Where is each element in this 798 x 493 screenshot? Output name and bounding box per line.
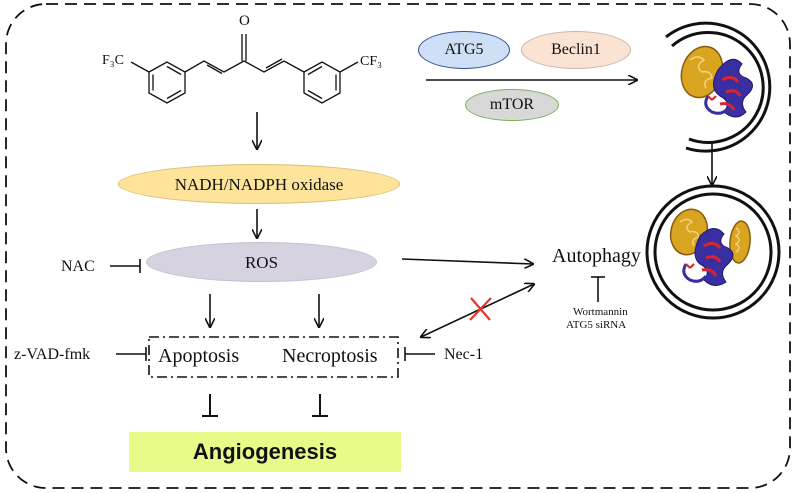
autophagosome bbox=[645, 184, 781, 320]
left-cf3-bond bbox=[130, 61, 150, 73]
inhibit-apoptosis-angiogenesis bbox=[202, 394, 218, 417]
apoptosis-label: Apoptosis bbox=[158, 345, 240, 367]
damaged-membrane-cluster-engulfed bbox=[682, 228, 734, 286]
carbonyl-oxygen-label: O bbox=[239, 13, 250, 29]
blocked-link-cross-icon bbox=[469, 297, 492, 321]
right-benzene-ring bbox=[303, 61, 341, 104]
outer-dashed-frame bbox=[5, 3, 791, 489]
autophagy-label: Autophagy bbox=[552, 245, 641, 267]
cell-death-box bbox=[148, 336, 399, 378]
inhibit-nac bbox=[110, 259, 141, 273]
atg5-sirna-label: ATG5 siRNA bbox=[566, 319, 627, 331]
beclin1-node: Beclin1 bbox=[521, 31, 631, 69]
left-benzene-ring bbox=[148, 61, 186, 104]
right-chain bbox=[243, 60, 305, 73]
mtor-node: mTOR bbox=[465, 89, 559, 121]
right-cf3-label: CF₃ bbox=[360, 54, 383, 69]
inhibit-zvad bbox=[116, 347, 147, 361]
necroptosis-label: Necroptosis bbox=[282, 345, 378, 367]
carbonyl-bond bbox=[241, 34, 247, 61]
phagophore-membrane bbox=[665, 21, 772, 153]
wortmannin-label: Wortmannin bbox=[573, 306, 628, 318]
atg5-label: ATG5 bbox=[444, 41, 484, 58]
inhibit-necroptosis-angiogenesis bbox=[312, 394, 328, 417]
molecule-structure bbox=[130, 34, 359, 104]
damaged-membrane-cluster-top bbox=[704, 58, 753, 118]
zvad-fmk-label: z-VAD-fmk bbox=[14, 346, 91, 363]
arrow-ros-to-autophagy bbox=[401, 258, 533, 264]
ros-label: ROS bbox=[244, 252, 279, 272]
mitochondrion-engulfed bbox=[669, 208, 751, 264]
angiogenesis-label: Angiogenesis bbox=[192, 439, 338, 464]
nadph-oxidase-node: NADH/NADPH oxidase bbox=[118, 164, 400, 204]
inhibit-wortmannin bbox=[591, 276, 605, 302]
mtor-label: mTOR bbox=[489, 96, 535, 113]
nec1-label: Nec-1 bbox=[444, 346, 484, 363]
nadph-oxidase-label: NADH/NADPH oxidase bbox=[174, 174, 344, 194]
left-cf3-label: F₃C bbox=[102, 53, 125, 68]
beclin1-label: Beclin1 bbox=[551, 41, 601, 58]
ros-node: ROS bbox=[146, 242, 377, 282]
left-chain bbox=[184, 60, 245, 73]
angiogenesis-node: Angiogenesis bbox=[129, 432, 401, 472]
inhibit-nec1 bbox=[404, 347, 435, 361]
right-cf3-bond bbox=[339, 61, 359, 73]
arrow-death-autophagy-bidirectional bbox=[421, 284, 534, 337]
nac-label: NAC bbox=[61, 258, 95, 275]
atg5-node: ATG5 bbox=[418, 31, 510, 69]
mitochondrion-top bbox=[680, 45, 724, 99]
